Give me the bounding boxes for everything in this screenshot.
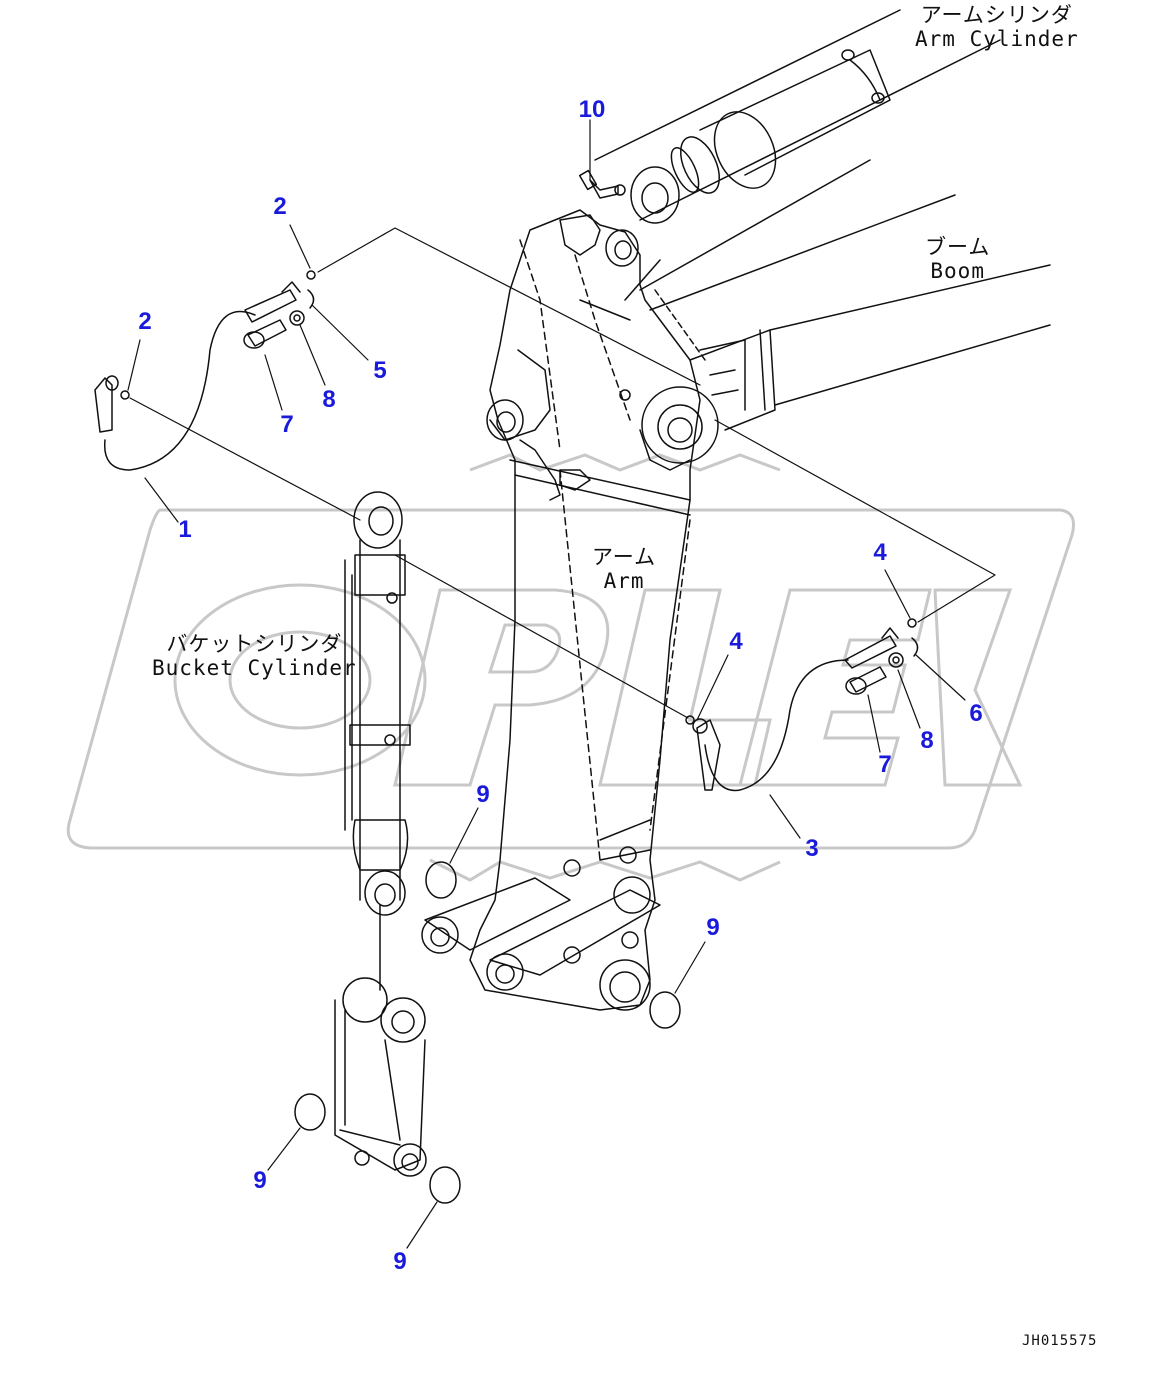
dust-seals-9: [294, 861, 681, 1204]
arm-links: [421, 877, 661, 991]
fastener-group-left: [120, 270, 316, 400]
arm-cylinder-label: アームシリンダ Arm Cylinder: [915, 3, 1079, 51]
boom-structure: [639, 159, 1051, 431]
bucket-cylinder-label-en: Bucket Cylinder: [152, 655, 357, 680]
arm-label-en: Arm: [603, 568, 645, 593]
hose-assembly-1: [94, 281, 301, 471]
callout-2-top: 2: [273, 193, 287, 220]
callout-9-lower-left: 9: [253, 1167, 267, 1194]
callout-7-left: 7: [280, 411, 294, 438]
callout-8-left: 8: [322, 386, 336, 413]
arm-cylinder-label-en: Arm Cylinder: [915, 26, 1079, 51]
boom-label: ブーム Boom: [925, 235, 991, 283]
grease-fitting-10: [578, 169, 626, 199]
callout-4-middle: 4: [729, 628, 743, 655]
boom-label-en: Boom: [930, 258, 985, 283]
arm-structure: [469, 209, 719, 1011]
opex-watermark-logo: [66, 453, 1075, 882]
bucket-link: [334, 977, 427, 1177]
callout-3: 3: [805, 835, 819, 862]
callout-2-left: 2: [138, 308, 152, 335]
bucket-cylinder-label-jp: バケットシリンダ: [166, 632, 343, 656]
drawing-code: JH015575: [1022, 1333, 1098, 1349]
callout-7-right: 7: [878, 751, 892, 778]
fastener-group-right: [685, 618, 919, 725]
callout-9-upper: 9: [476, 781, 490, 808]
callout-6: 6: [969, 700, 983, 727]
arm-cylinder-label-jp: アームシリンダ: [920, 3, 1073, 27]
callout-10: 10: [578, 96, 606, 123]
arm-cylinder: [594, 9, 1001, 224]
callout-8-right: 8: [920, 727, 934, 754]
bucket-cylinder-label: バケットシリンダ Bucket Cylinder: [152, 632, 357, 680]
hose-assembly-3: [692, 627, 899, 792]
arm-label: アーム Arm: [592, 545, 657, 593]
arm-label-jp: アーム: [592, 545, 657, 569]
bucket-cylinder: [344, 491, 411, 991]
boom-label-jp: ブーム: [925, 235, 991, 259]
callout-1: 1: [178, 516, 192, 543]
callout-9-right: 9: [706, 914, 720, 941]
callout-4-right: 4: [873, 539, 887, 566]
leader-lines: [127, 119, 996, 1249]
callout-9-bottom: 9: [393, 1248, 407, 1275]
callout-5: 5: [373, 357, 387, 384]
